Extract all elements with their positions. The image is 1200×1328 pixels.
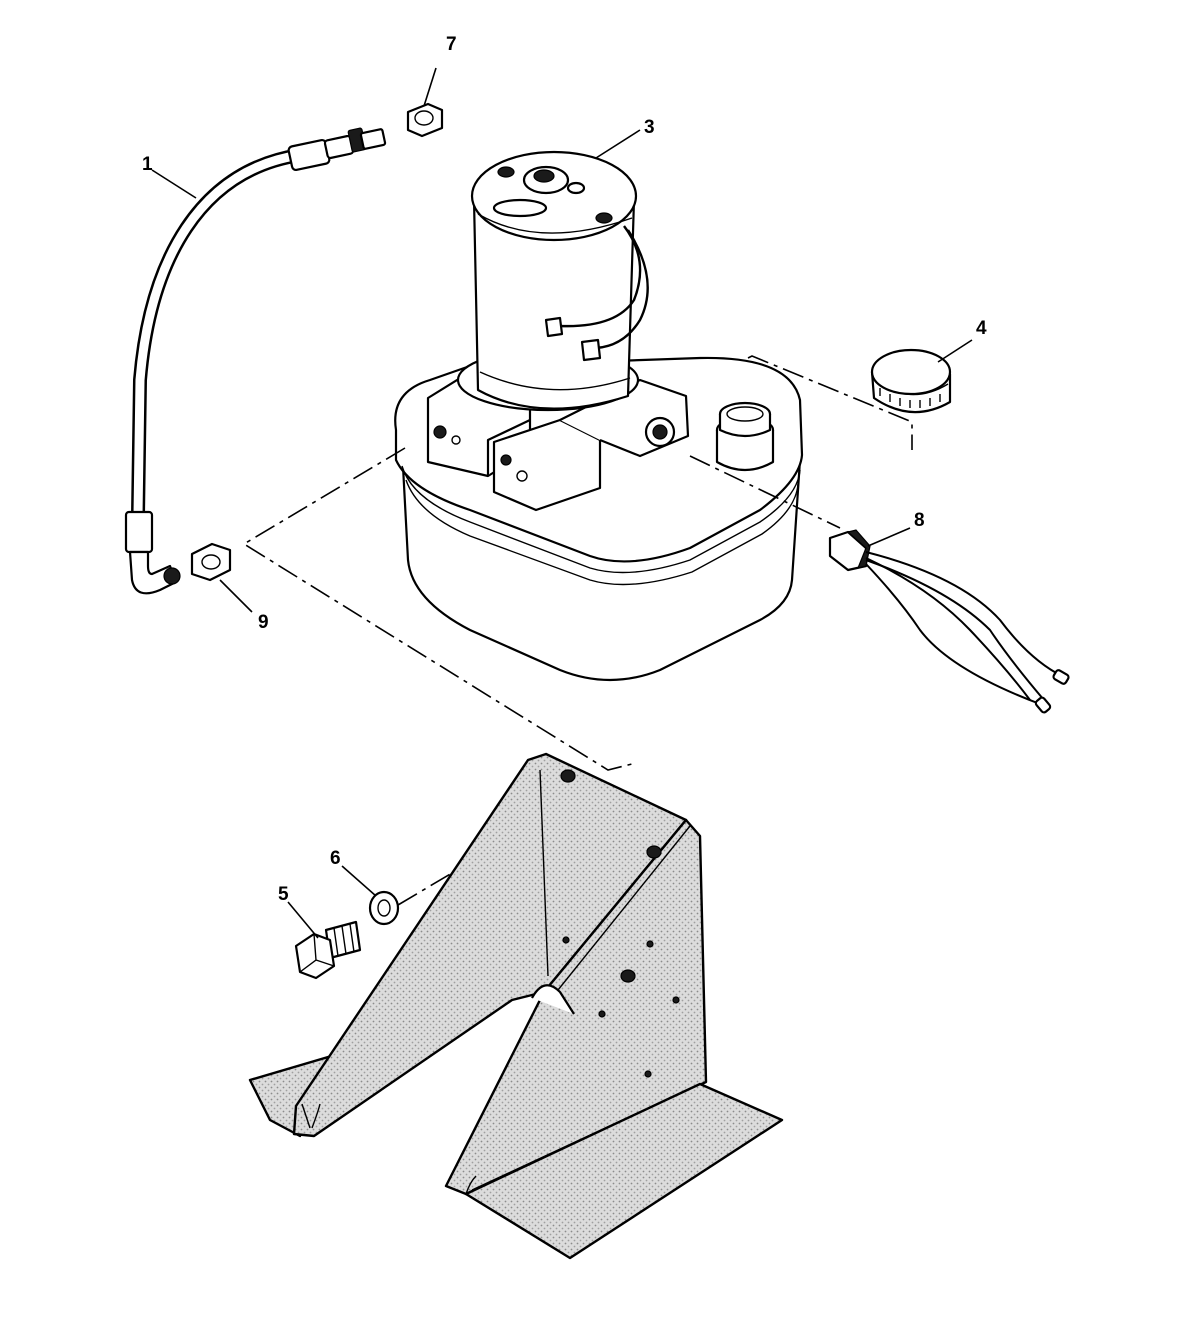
lock-washer-part (368, 890, 400, 926)
temperature-sender-part (828, 529, 1070, 714)
callout-4: 4 (976, 318, 987, 339)
callout-labels: 1 3 4 5 6 7 8 9 (142, 34, 987, 905)
callout-9: 9 (258, 612, 269, 633)
hex-bolt-part (294, 920, 362, 980)
callout-1: 1 (142, 154, 153, 175)
electric-motor-part (470, 150, 649, 410)
callout-6: 6 (330, 848, 341, 869)
callout-7: 7 (446, 34, 457, 55)
callout-3: 3 (644, 117, 655, 138)
mounting-bracket-part (248, 752, 784, 1260)
elbow-fitting-part-7 (406, 102, 444, 138)
callout-leaders (151, 67, 973, 939)
hydraulic-hose-part (124, 127, 387, 595)
callout-5: 5 (278, 884, 289, 905)
reservoir-cap-part (870, 348, 952, 414)
callout-8: 8 (914, 510, 925, 531)
elbow-fitting-part-9 (190, 542, 232, 582)
